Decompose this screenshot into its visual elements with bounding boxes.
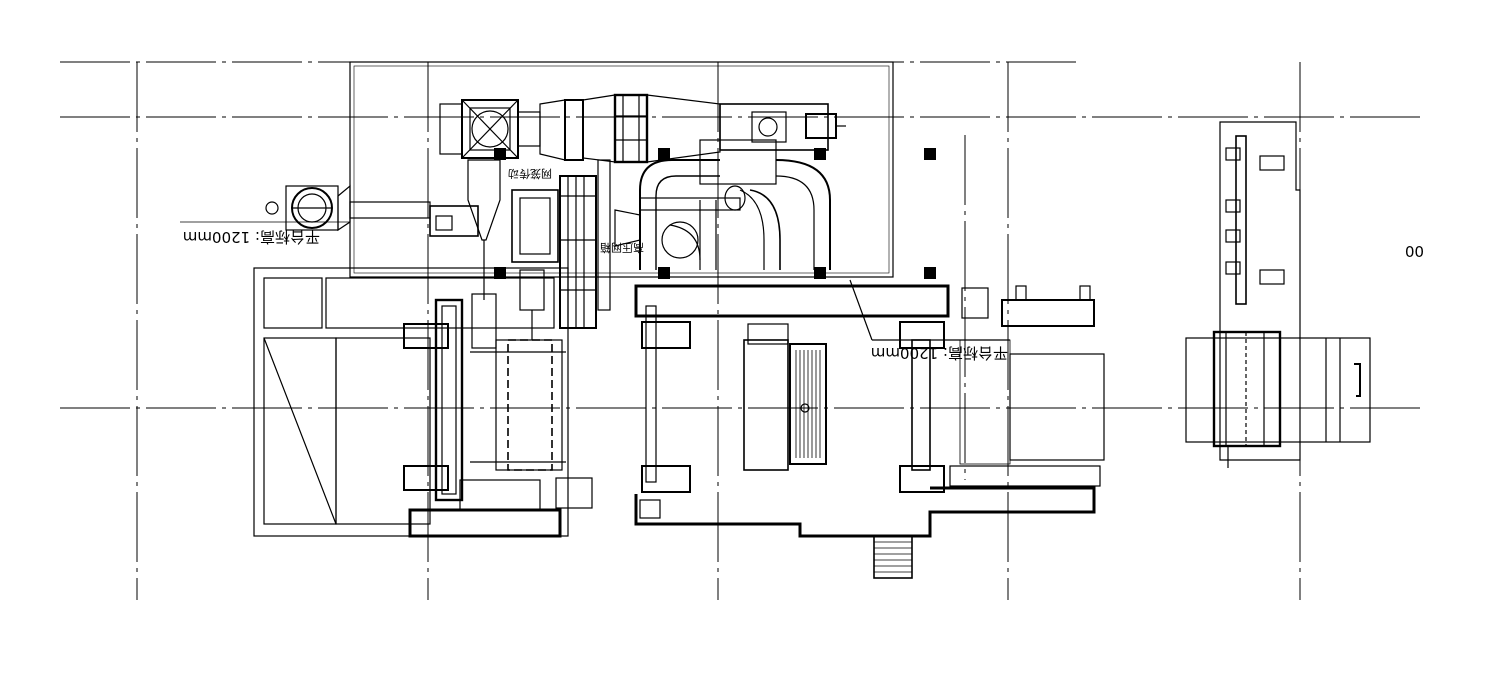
center-platform-height-label: 平台标高: 1200mm: [871, 344, 1008, 362]
right-edge-label: 00: [1405, 242, 1424, 260]
column-markers: [494, 148, 936, 279]
cyclone-column: [467, 159, 611, 349]
reel-section: [849, 279, 1105, 487]
building-outline: [253, 61, 894, 537]
left-fan: [180, 184, 479, 237]
left-dryer-unit: [403, 298, 593, 538]
press-section: [634, 284, 1096, 579]
winder-section: [1185, 121, 1371, 468]
blower-assembly: [439, 93, 846, 164]
duct-work: [614, 139, 831, 270]
left-platform-height-label: 平台标高: 1200mm: [183, 228, 320, 246]
grid-lines: [60, 61, 1425, 600]
vertical-box-label: 高压网箱: [600, 241, 644, 255]
drive-label: 网笼传动: [508, 167, 552, 181]
